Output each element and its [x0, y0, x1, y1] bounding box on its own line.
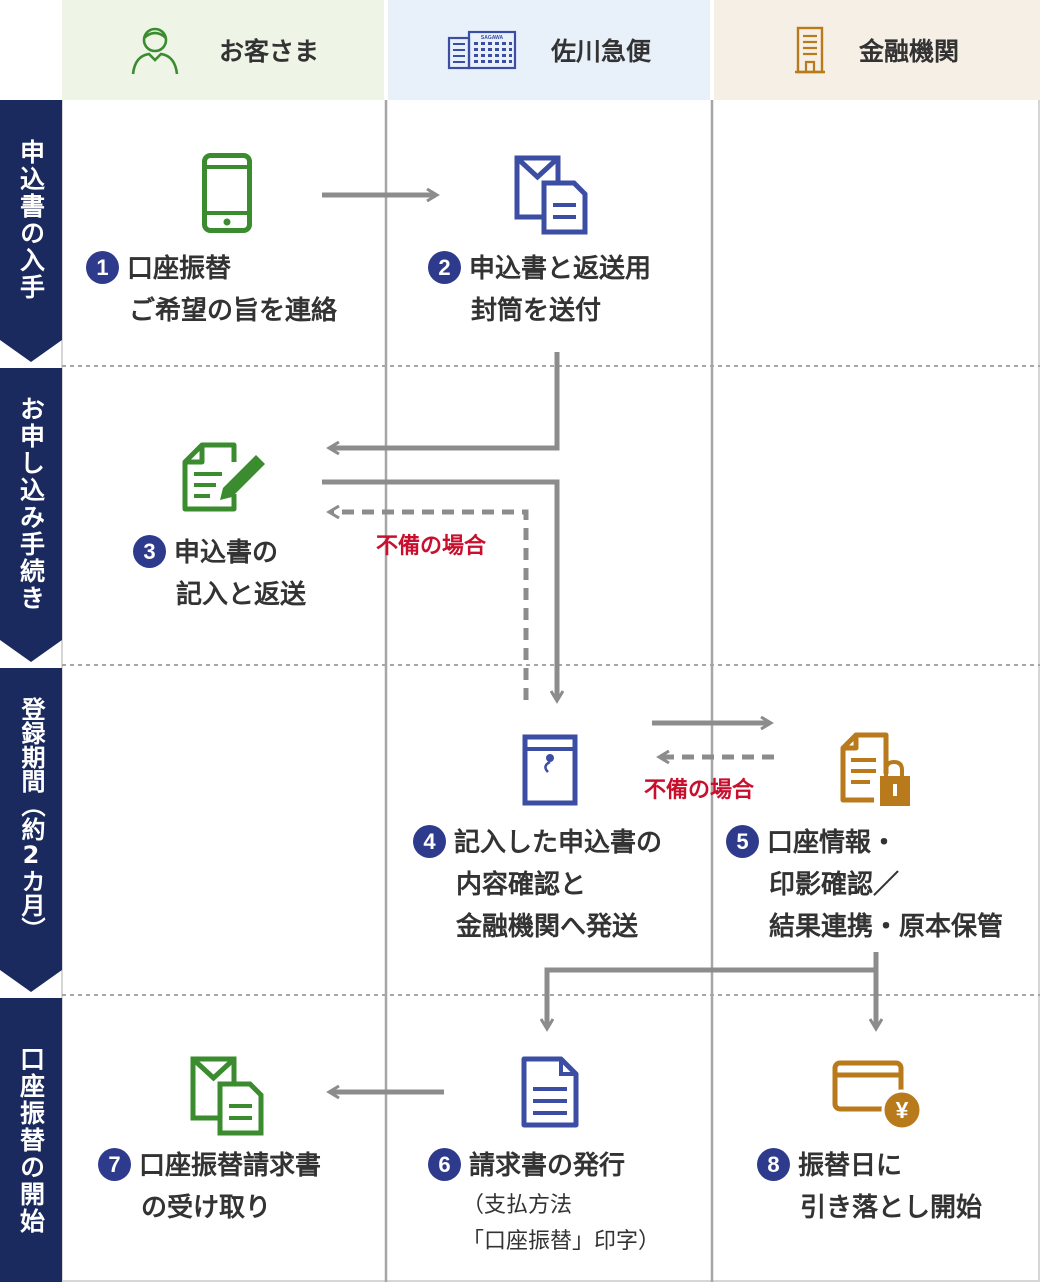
incomplete-label-step3: 不備の場合 [376, 534, 487, 559]
incomplete-label-step4: 不備の場合 [644, 778, 755, 803]
sagawa-column-header-bg [388, 0, 710, 100]
arrow-step5-to-step6 [547, 952, 879, 1028]
bank-column-header-bg [714, 0, 1040, 100]
column-label-sagawa: 佐川急便 [550, 37, 651, 66]
column-header-bank: 金融機関 [714, 0, 1040, 100]
phase-bar-2 [0, 368, 62, 662]
phase-bar-1 [0, 100, 62, 362]
arrow-step2-to-step3 [330, 352, 560, 448]
step-badge: 2 [428, 251, 461, 284]
arrow-step3-to-step4 [322, 479, 557, 700]
locked-document-icon [840, 732, 910, 806]
step-badge: 1 [86, 251, 119, 284]
step-badge: 4 [413, 825, 446, 858]
yen-symbol: ¥ [896, 1097, 909, 1123]
phase-label-1: 申込書の入手 [16, 139, 46, 301]
building-sign-text: SAGAWA [481, 35, 504, 41]
step-badge: 7 [98, 1148, 131, 1181]
envelope-document-icon [190, 1056, 264, 1136]
phase-bar-3 [0, 668, 62, 992]
bank-building-icon [794, 26, 825, 74]
column-header-customer: お客さま [62, 0, 384, 100]
phase-bars [0, 100, 62, 1282]
smartphone-icon [202, 153, 252, 233]
step-badge: 3 [133, 535, 166, 568]
form-pen-icon [182, 442, 265, 512]
phase-label-4: 口座振替の開始 [16, 1045, 46, 1235]
dashed-arrow-return-step3 [330, 512, 529, 700]
building-icon: SAGAWA [447, 30, 517, 70]
card-yen-icon: ¥ [832, 1060, 923, 1131]
phase-label-2: お申し込み手続き [16, 396, 46, 612]
column-header-sagawa: SAGAWA 佐川急便 [388, 0, 710, 100]
envelope-document-icon [514, 155, 588, 235]
customer-column-header-bg [62, 0, 384, 100]
step-badge: 6 [428, 1148, 461, 1181]
step-badge: 8 [757, 1148, 790, 1181]
step-badge: 5 [726, 825, 759, 858]
person-icon [131, 27, 179, 75]
column-label-customer: お客さま [218, 37, 319, 66]
column-label-bank: 金融機関 [858, 37, 959, 66]
invoice-document-icon [521, 1056, 579, 1128]
phase-label-3: 登録期間（約2カ月） [17, 697, 45, 941]
sealed-envelope-icon [522, 734, 578, 806]
step-6-note: （支払方法 「口座振替」印字） [462, 1193, 661, 1254]
phase-bar-4 [0, 998, 62, 1282]
